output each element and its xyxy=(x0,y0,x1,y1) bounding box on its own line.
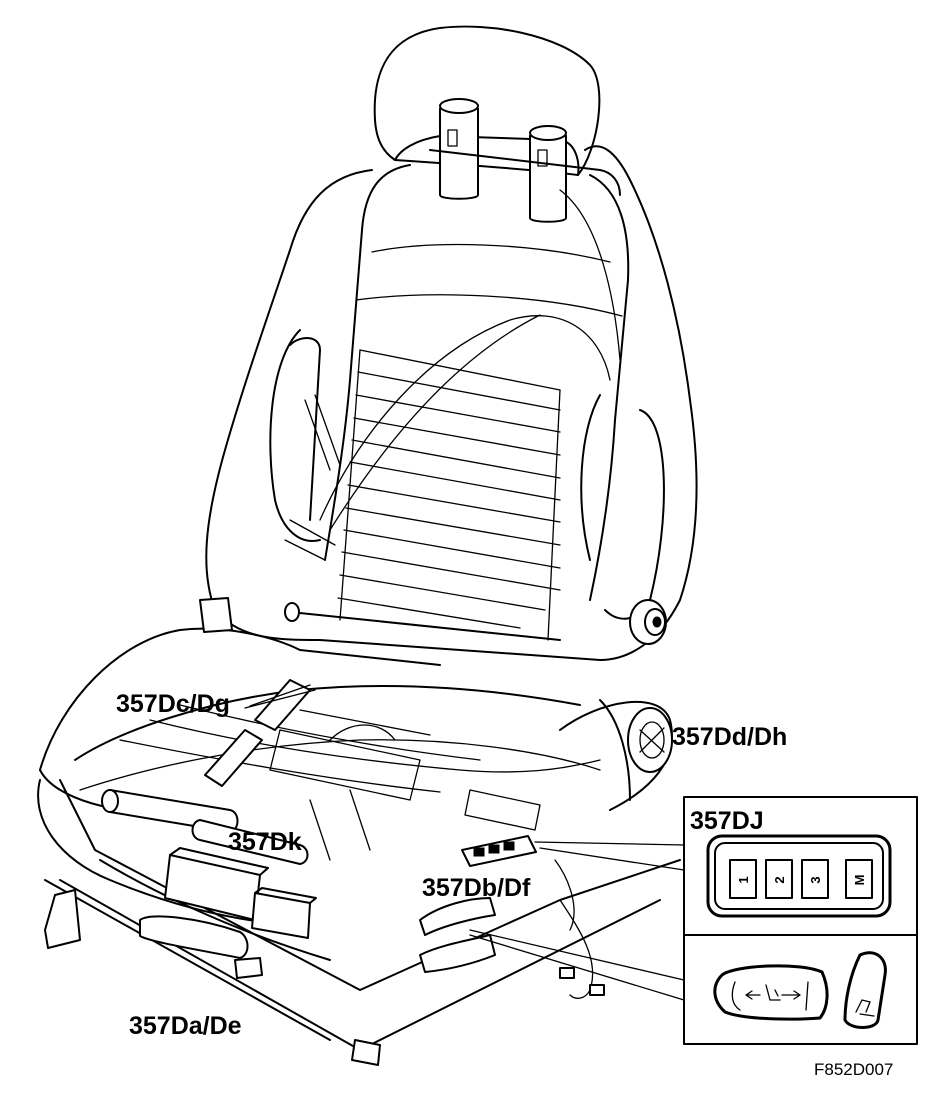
label-357da-de: 357Da/De xyxy=(129,1012,242,1040)
memory-button-3[interactable] xyxy=(801,859,829,899)
leader-lines xyxy=(244,684,685,1001)
memory-switch-panel: 1 2 3 M xyxy=(706,834,892,918)
memory-button-2[interactable] xyxy=(765,859,793,899)
memory-button-m[interactable] xyxy=(845,859,873,899)
memory-button-2-label: 2 xyxy=(772,876,787,883)
recline-knob xyxy=(629,599,667,645)
label-357dk: 357Dk xyxy=(228,828,302,856)
seat-switch-mounted xyxy=(419,897,496,936)
memory-button-3-label: 3 xyxy=(808,876,823,883)
backrest-adjust-switch xyxy=(843,951,887,1029)
seat-frame xyxy=(44,597,681,1066)
label-357dc-dg: 357Dc/Dg xyxy=(116,690,230,718)
label-357dj: 357DJ xyxy=(690,807,764,835)
right-side-motor xyxy=(559,700,673,811)
memory-button-m-label: M xyxy=(852,875,867,886)
figure-id: F852D007 xyxy=(814,1060,893,1079)
label-357db-df: 357Db/Df xyxy=(422,874,531,902)
seat-cushion xyxy=(37,627,631,926)
label-357dd-dh: 357Dd/Dh xyxy=(672,723,787,751)
headrest xyxy=(373,25,601,223)
backrest xyxy=(205,145,698,661)
memory-switch-mounted xyxy=(461,835,537,867)
memory-button-1[interactable] xyxy=(729,859,757,899)
spring-mat xyxy=(337,349,561,641)
seat-adjust-switch xyxy=(713,964,829,1021)
connector-357dk xyxy=(164,847,317,939)
detail-box: 1 2 3 M xyxy=(683,796,918,1045)
memory-button-1-label: 1 xyxy=(736,876,751,883)
